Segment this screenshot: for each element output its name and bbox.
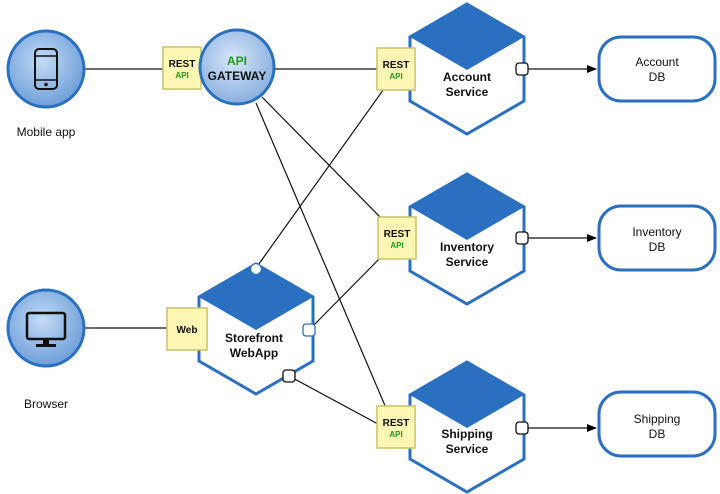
shipping-db: Shipping DB (597, 390, 717, 458)
webapp-subtitle: WebApp (230, 346, 278, 360)
smartphone-icon (34, 48, 58, 90)
mobile-app-label: Mobile app (17, 125, 76, 139)
api-gateway: REST API API GATEWAY (162, 28, 276, 106)
inventory-service: REST API Inventory Service (377, 172, 529, 306)
inventory-service-title: Inventory (440, 240, 494, 254)
account-db-subtitle: DB (649, 70, 666, 84)
edge-webapp-shipping (288, 375, 379, 425)
inventory-api-label: API (390, 241, 403, 250)
gateway-title: GATEWAY (208, 69, 267, 83)
shipping-service-title: Shipping (441, 427, 492, 441)
gateway-rest-label: REST (169, 59, 196, 70)
shipping-service-subtitle: Service (446, 442, 489, 456)
monitor-icon (25, 311, 67, 347)
account-rest-label: REST (383, 60, 410, 71)
webapp-port-bottom (282, 369, 296, 383)
account-db-title: Account (635, 55, 679, 69)
connections (84, 65, 597, 432)
web-badge (166, 307, 208, 351)
shipping-db-subtitle: DB (649, 427, 666, 441)
webapp-title: Storefront (225, 331, 283, 345)
account-api-label: API (389, 72, 402, 81)
inventory-service-subtitle: Service (446, 255, 489, 269)
webapp-port-top (249, 262, 263, 276)
inventory-db-title: Inventory (632, 225, 681, 239)
account-service-subtitle: Service (446, 85, 489, 99)
gateway-title-api: API (227, 54, 247, 68)
account-db-port (515, 62, 529, 76)
shipping-rest-badge (376, 405, 416, 449)
gateway-api-label: API (175, 71, 188, 80)
shipping-api-label: API (389, 430, 402, 439)
shipping-service: REST API Shipping Service (376, 360, 529, 494)
shipping-rest-label: REST (383, 418, 410, 429)
edge-webapp-account (255, 85, 387, 269)
webapp-port-right (302, 323, 316, 337)
browser-client: Browser (6, 288, 86, 411)
edge-gateway-inventory (261, 96, 384, 221)
inventory-db-subtitle: DB (649, 240, 666, 254)
inventory-db: Inventory DB (597, 204, 717, 272)
web-badge-label: Web (177, 325, 198, 336)
mobile-client: Mobile app (6, 29, 86, 139)
account-db: Account DB (597, 35, 717, 103)
inventory-rest-label: REST (384, 229, 411, 240)
edge-gateway-shipping (255, 102, 387, 409)
inventory-db-port (515, 231, 529, 245)
account-service: REST API Account Service (376, 2, 529, 136)
shipping-db-title: Shipping (634, 412, 681, 426)
account-service-title: Account (443, 70, 491, 84)
inventory-rest-badge (377, 216, 417, 260)
account-rest-badge (376, 47, 416, 91)
edge-webapp-inventory (308, 251, 387, 331)
storefront-webapp: Web Storefront WebApp (166, 262, 316, 396)
shipping-db-port (515, 421, 529, 435)
browser-label: Browser (24, 397, 68, 411)
